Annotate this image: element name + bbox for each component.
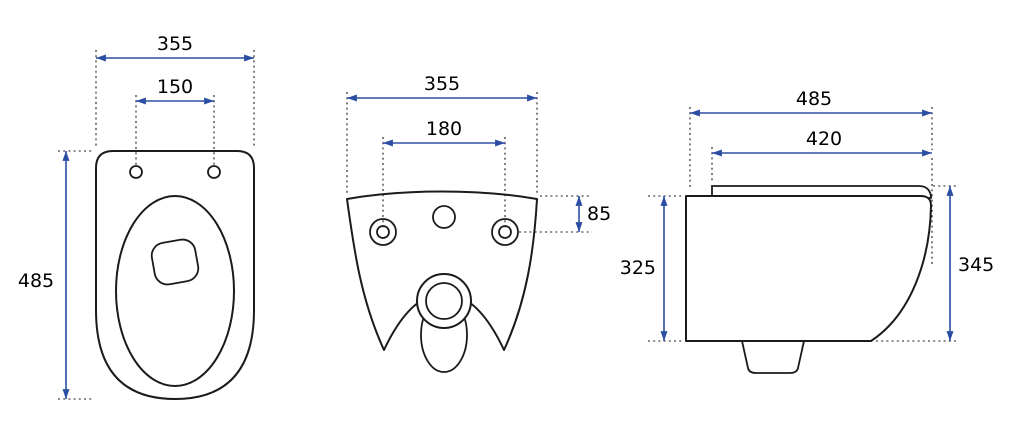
dimension-label: 345 bbox=[958, 254, 994, 276]
dim-rear-view-hole-spacing: 180 bbox=[382, 118, 506, 228]
seat-hole-right bbox=[207, 165, 221, 179]
dim-top-view-hole-spacing: 150 bbox=[135, 76, 215, 166]
mount-hole-left-inner bbox=[376, 225, 390, 239]
dimension-label: 150 bbox=[157, 76, 193, 98]
water-inlet-hole bbox=[432, 205, 456, 229]
dimension-label: 355 bbox=[424, 73, 460, 95]
dimension-label: 355 bbox=[157, 33, 193, 55]
dim-top-view-depth: 485 bbox=[18, 150, 93, 400]
dim-side-view-depth: 485 bbox=[689, 88, 933, 190]
dim-rear-view-width: 355 bbox=[346, 73, 538, 195]
dim-top-view-width: 355 bbox=[95, 33, 255, 147]
dimension-label: 485 bbox=[18, 270, 54, 292]
dimension-label: 420 bbox=[806, 128, 842, 150]
outlet-inner-ring bbox=[425, 282, 463, 320]
dim-side-view-body-height: 325 bbox=[620, 195, 683, 342]
top-view-bowl-rim bbox=[115, 195, 235, 387]
side-view-body bbox=[685, 195, 932, 342]
rear-view: 355 180 85 bbox=[346, 73, 611, 373]
dimension-label: 485 bbox=[796, 88, 832, 110]
mount-hole-right-inner bbox=[498, 225, 512, 239]
dimension-label: 85 bbox=[587, 203, 611, 225]
seat-hole-left bbox=[129, 165, 143, 179]
side-view-outlet bbox=[741, 340, 805, 374]
dim-side-view-seat-depth: 420 bbox=[711, 128, 933, 265]
dimension-label: 180 bbox=[426, 118, 462, 140]
dim-side-view-overall-height: 345 bbox=[876, 185, 994, 342]
top-view-drain bbox=[150, 238, 200, 286]
side-view: 485 420 325 345 bbox=[620, 88, 994, 374]
dimension-label: 325 bbox=[620, 257, 656, 279]
dim-rear-view-hole-offset: 85 bbox=[519, 195, 611, 233]
top-view: 355 150 485 bbox=[18, 33, 255, 400]
